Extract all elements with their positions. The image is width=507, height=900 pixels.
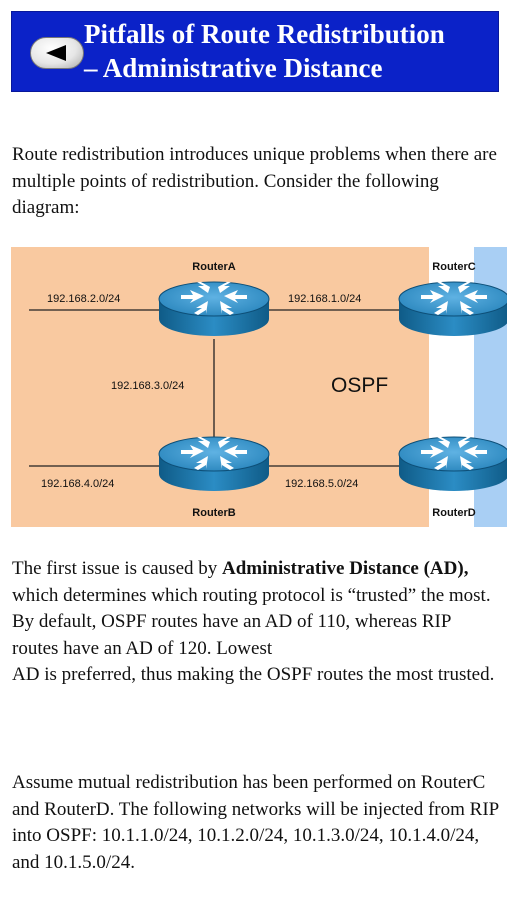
router-d-label: RouterD <box>432 507 475 519</box>
ospf-area-label: OSPF <box>331 374 388 397</box>
network-diagram: RouterA RouterB RouterC RouterD 192.168.… <box>11 247 507 527</box>
router-c-icon <box>398 281 507 337</box>
ad-paragraph: The first issue is caused by Administrat… <box>12 556 500 689</box>
ad-text-before: The first issue is caused by <box>12 558 223 579</box>
network-b-d-label: 192.168.5.0/24 <box>285 478 358 490</box>
network-a-b-label: 192.168.3.0/24 <box>111 380 184 392</box>
back-arrow-icon <box>46 45 66 61</box>
network-a-left-label: 192.168.2.0/24 <box>47 293 120 305</box>
title-line-1: Pitfalls of Route Redistribution <box>84 19 445 49</box>
network-a-c-label: 192.168.1.0/24 <box>288 293 361 305</box>
router-d-icon <box>398 436 507 492</box>
ad-text-line2: AD is preferred, thus making the OSPF ro… <box>12 664 495 685</box>
router-a-label: RouterA <box>192 261 235 273</box>
network-b-left-label: 192.168.4.0/24 <box>41 478 114 490</box>
ad-term: Administrative Distance (AD), <box>222 558 469 579</box>
intro-paragraph: Route redistribution introduces unique p… <box>12 144 497 218</box>
ad-text-after: which determines which routing protocol … <box>12 584 491 659</box>
title-line-2: – Administrative Distance <box>84 53 383 83</box>
router-b-icon <box>158 436 270 492</box>
router-b-label: RouterB <box>192 507 235 519</box>
back-button[interactable] <box>30 37 84 69</box>
redistribution-paragraph: Assume mutual redistribution has been pe… <box>12 772 499 873</box>
router-c-label: RouterC <box>432 261 475 273</box>
title-bar: Pitfalls of Route Redistribution – Admin… <box>11 11 499 92</box>
router-a-icon <box>158 281 270 337</box>
page-title: Pitfalls of Route Redistribution – Admin… <box>84 17 494 85</box>
